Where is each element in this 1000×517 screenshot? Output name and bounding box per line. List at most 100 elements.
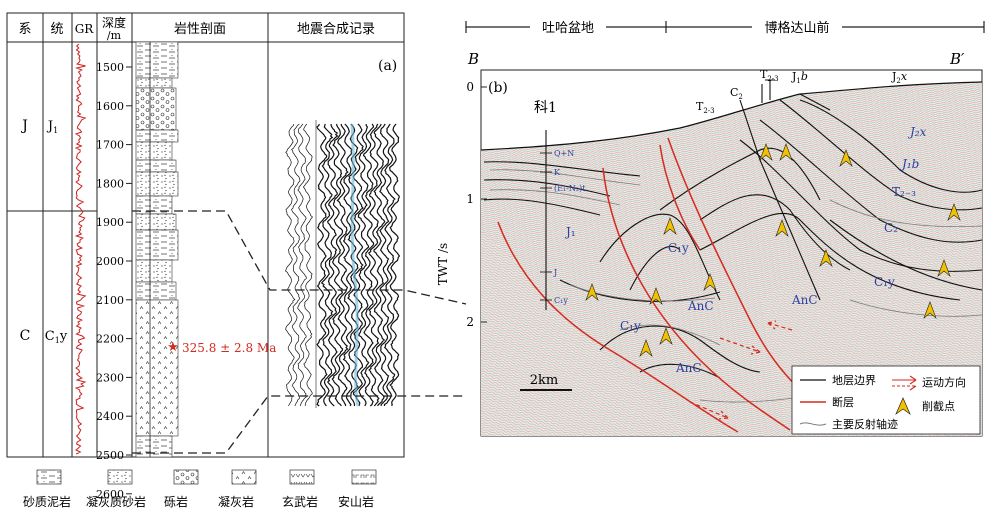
seismic-trace [357, 124, 370, 407]
well-mark-label: J [553, 268, 557, 277]
seismic-trace [347, 123, 359, 407]
legend-label: 凝灰质砂岩 [86, 494, 146, 509]
surface-label-j2x: J2x [891, 70, 908, 85]
y-ticks: 0 1 2 [466, 80, 487, 329]
legend-motion-icon [892, 375, 917, 391]
seismic-background-deep [481, 230, 700, 436]
seismic-trace [362, 123, 375, 407]
correlation-lines [132, 210, 467, 454]
unit-anc-b: AnC [791, 293, 818, 307]
header-system: 系 [18, 22, 31, 37]
unit-j1b: J₁b [899, 157, 919, 171]
seismic-trace [336, 123, 349, 407]
well-mark-label: (E₁-N₂)t [554, 184, 586, 193]
panel-a: 系 统 GR 深度 /m 岩性剖面 地震合成记录 (a) J J1 C C1y … [6, 12, 405, 501]
seismic-trace [389, 123, 401, 407]
ground-surface [480, 81, 983, 151]
seismic-trace [383, 123, 396, 406]
y-tick-0: 0 [466, 80, 474, 94]
truncation-icon [649, 287, 663, 305]
depth-tick-label: 2100 [96, 294, 124, 307]
fault-3 [667, 137, 806, 396]
legend-truncation-icon [895, 397, 911, 416]
truncation-points [585, 143, 961, 357]
endpoint-b: B [467, 50, 479, 68]
depth-tick-label: 1800 [96, 177, 124, 190]
depth-tick-label: 2400 [96, 410, 124, 423]
depth-tick-label: 2600 [96, 488, 124, 501]
lithology-bed [135, 41, 179, 79]
header-series: 统 [50, 22, 63, 37]
truncation-icon [839, 149, 853, 167]
seismic-trace [291, 123, 301, 407]
truncation-icon [779, 143, 793, 161]
depth-tick-label: 2300 [96, 371, 124, 384]
motion-arrows [689, 320, 793, 420]
seismic-trace [285, 123, 296, 407]
well-label: 科1 [534, 100, 557, 116]
age-star-icon: ★ [167, 340, 179, 355]
depth-tick-label: 1600 [96, 100, 124, 113]
depth-ticks: 1500160017001800190020002100220023002400… [96, 61, 132, 501]
region-bogda-front: 博格达山前 [764, 20, 829, 36]
seismic-trace [379, 123, 390, 406]
panel-a-frame [6, 12, 405, 458]
legend-fault: 断层 [832, 395, 854, 409]
truncation-icon [703, 273, 717, 291]
legend-swatch [289, 469, 315, 485]
system-j: J [20, 118, 28, 134]
well-mark-label: K [554, 168, 561, 177]
seismic-trace [302, 123, 313, 407]
seismic-trace [342, 123, 354, 407]
legend-swatch [173, 469, 199, 485]
truncation-icon [937, 259, 951, 277]
well-mark-label: C₁y [554, 296, 568, 305]
scale-bar: 2km [520, 373, 572, 391]
seismic-trace [297, 123, 307, 407]
scale-bar-label: 2km [530, 373, 558, 388]
age-label: 325.8 ± 2.8 Ma [182, 341, 276, 355]
legend-label: 砂质泥岩 [23, 494, 71, 509]
panel-a-tag: (a) [378, 58, 397, 74]
legend-label: 凝灰岩 [218, 494, 254, 509]
y-axis-label: TWT /s [436, 243, 450, 285]
lithology-bed [135, 281, 177, 301]
lithology-bed [135, 129, 179, 143]
unit-c1y-a: C₁y [668, 241, 689, 255]
truncation-icon [947, 203, 961, 221]
legend-swatch [231, 469, 257, 485]
header-gr: GR [75, 22, 95, 36]
legend-motion: 运动方向 [922, 375, 966, 389]
seismic-trace [320, 123, 334, 407]
lithology-column [135, 41, 179, 458]
lithology-bed [135, 77, 173, 89]
panel-b: 吐哈盆地 博格达山前 B B′ TWT /s 0 1 2 (b) [436, 18, 985, 437]
series-j1: J1 [46, 119, 58, 135]
depth-tick-label: 1900 [96, 216, 124, 229]
legend-label: 砾岩 [164, 494, 188, 509]
section-legend: 地层边界 断层 主要反射轴迹 运动方向 削截点 [791, 365, 981, 435]
legend-label: 安山岩 [338, 494, 374, 509]
fault-4 [659, 144, 701, 251]
depth-tick-label: 2000 [96, 255, 124, 268]
truncation-icon [585, 283, 599, 301]
surface-label-t23-right: T2-3 [760, 68, 779, 83]
fault-1 [497, 221, 739, 433]
seismic-trace [316, 123, 328, 407]
seismic-trace [327, 123, 339, 407]
system-c: C [20, 328, 31, 344]
seismic-trace [373, 123, 386, 407]
truncation-icon [663, 217, 677, 235]
lithology-bed [135, 259, 173, 283]
unit-c1y-c: C₁y [874, 275, 895, 289]
lithology-bed [135, 171, 179, 197]
lithology-legend: 砂质泥岩凝灰质砂岩砾岩凝灰岩玄武岩安山岩 [23, 469, 377, 509]
header-depth: 深度 [102, 15, 126, 30]
fault-2 [602, 167, 791, 431]
surface-label-c2: C2 [730, 86, 743, 101]
unit-anc-c: AnC [675, 361, 702, 375]
truncation-icon [759, 143, 773, 161]
seismic-trace [331, 123, 344, 407]
series-c1y: C1y [45, 329, 68, 345]
